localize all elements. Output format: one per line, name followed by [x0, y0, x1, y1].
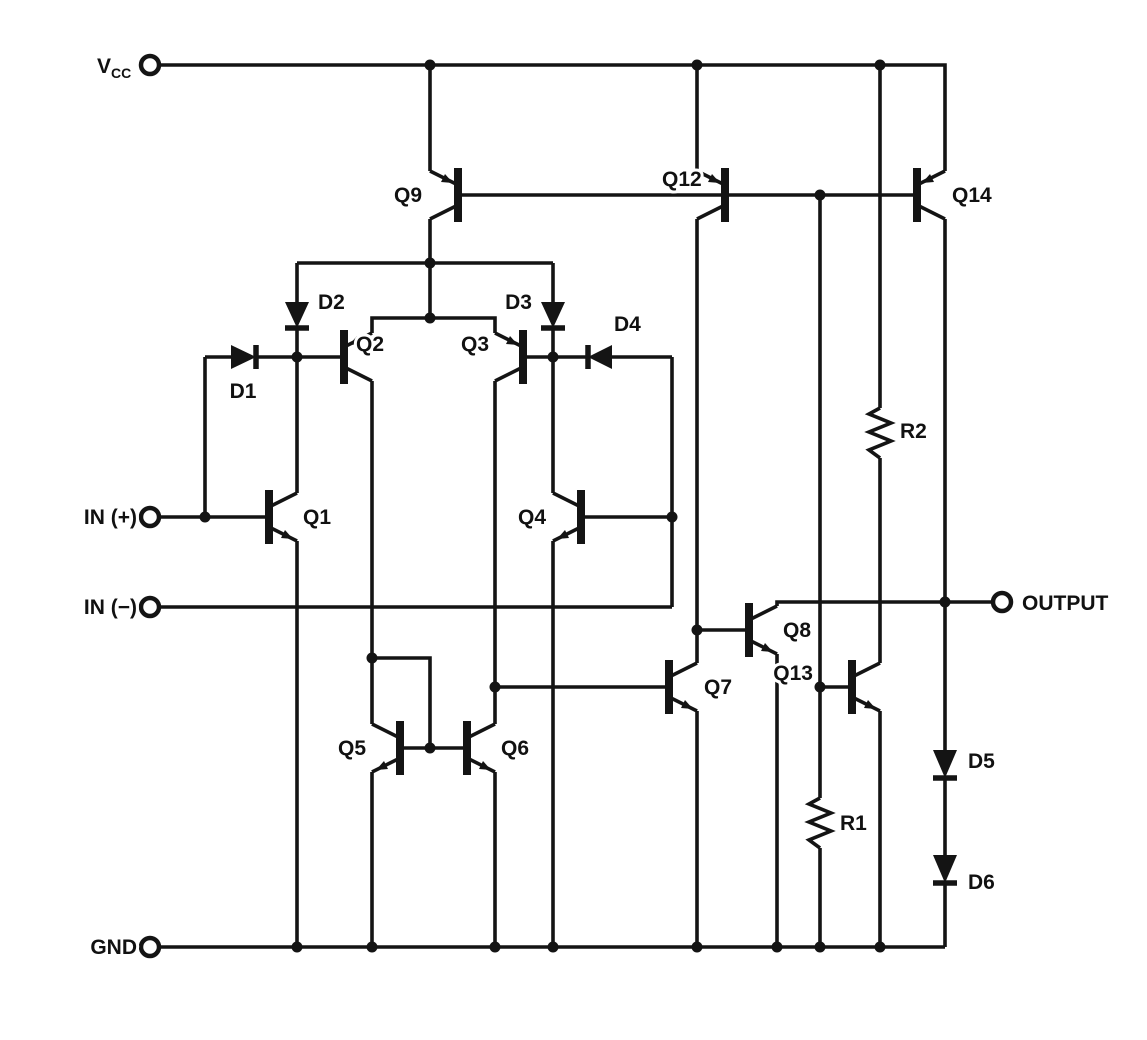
d4-label: D4 [614, 313, 641, 336]
diode-d2 [285, 302, 309, 331]
d1-label: D1 [230, 380, 257, 403]
vcc-terminal-node [138, 53, 162, 77]
gnd-label: GND [90, 936, 137, 959]
d2-label: D2 [318, 291, 345, 314]
q14-label: Q14 [952, 184, 992, 207]
d5-label: D5 [968, 750, 995, 773]
q3-label: Q3 [461, 333, 489, 356]
q12-label: Q12 [662, 168, 702, 191]
output-label: OUTPUT [1022, 592, 1109, 615]
transistor-q3 [495, 330, 523, 384]
d3-label: D3 [505, 291, 532, 314]
transistor-q4 [553, 490, 581, 544]
q2-label: Q2 [356, 333, 384, 356]
transistor-q1 [269, 490, 297, 544]
q4-label: Q4 [518, 506, 546, 529]
gnd-terminal-node [138, 935, 162, 959]
transistor-q5 [372, 721, 400, 775]
output-terminal-node [990, 590, 1014, 614]
q7-label: Q7 [704, 676, 732, 699]
resistor-r1-body [804, 796, 836, 850]
diode-d3 [541, 302, 565, 331]
q9-label: Q9 [394, 184, 422, 207]
circuit-wiring [158, 63, 993, 949]
q13-label: Q13 [773, 662, 813, 685]
in-minus-terminal-node [138, 595, 162, 619]
q8-label: Q8 [783, 619, 811, 642]
r1-label: R1 [840, 812, 867, 835]
d6-label: D6 [968, 871, 995, 894]
transistor-q6 [467, 721, 495, 775]
q5-label: Q5 [338, 737, 366, 760]
transistor-q9 [430, 168, 458, 222]
q6-label: Q6 [501, 737, 529, 760]
transistor-q8 [749, 603, 777, 657]
diode-d6 [933, 855, 957, 886]
diode-d4 [585, 345, 612, 369]
diode-d5 [933, 750, 957, 781]
in-minus-label: IN (−) [84, 596, 137, 619]
resistor-r2-body [864, 406, 896, 460]
in-plus-label: IN (+) [84, 506, 137, 529]
transistor-q14 [917, 168, 945, 222]
vcc-label: VCC [97, 55, 131, 81]
transistor-q13 [852, 660, 880, 714]
in-plus-terminal-node [138, 505, 162, 529]
diode-d1 [231, 345, 259, 369]
junction-dots [199, 59, 951, 953]
q1-label: Q1 [303, 506, 331, 529]
r2-label: R2 [900, 420, 927, 443]
transistor-q7 [669, 660, 697, 714]
